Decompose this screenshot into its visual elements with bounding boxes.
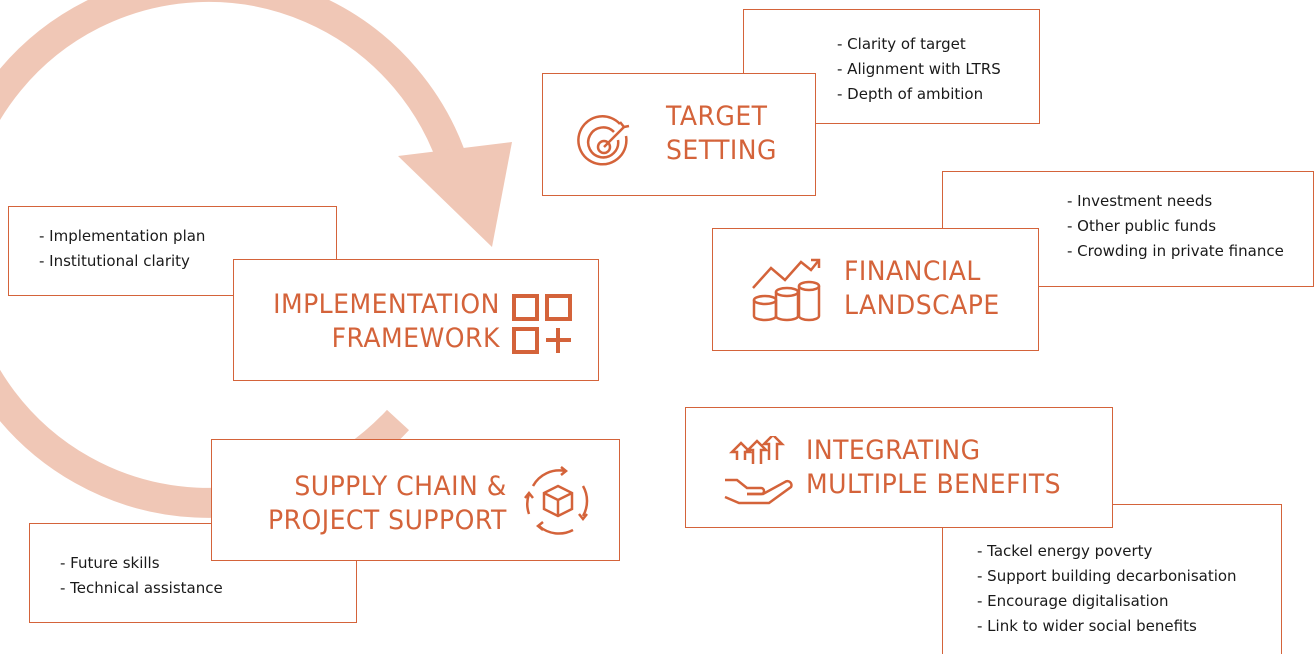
note-item: - Clarity of target xyxy=(837,35,966,53)
note-item: - Institutional clarity xyxy=(39,252,190,270)
cycle-arrowhead xyxy=(398,142,512,247)
hand-arrows-icon xyxy=(724,436,793,505)
stage-title-line2: LANDSCAPE xyxy=(844,290,1000,321)
stage-supply-chain: SUPPLY CHAIN & PROJECT SUPPORT xyxy=(211,439,620,561)
note-item: - Future skills xyxy=(60,554,160,572)
note-item: - Tackel energy poverty xyxy=(977,542,1153,560)
note-item: - Implementation plan xyxy=(39,227,206,245)
note-item: - Crowding in private finance xyxy=(1067,242,1284,260)
stage-title-line1: TARGET xyxy=(666,101,768,132)
stage-title-line2: MULTIPLE BENEFITS xyxy=(806,469,1062,500)
grid-plus-icon xyxy=(512,294,572,354)
note-item: - Other public funds xyxy=(1067,217,1217,235)
stage-implementation-framework: IMPLEMENTATION FRAMEWORK xyxy=(233,259,599,381)
stage-title-line2: SETTING xyxy=(666,135,777,166)
stage-title-line2: PROJECT SUPPORT xyxy=(268,505,507,536)
cube-cycle-icon xyxy=(524,466,589,535)
finance-growth-icon xyxy=(752,258,821,322)
stage-financial-landscape: FINANCIAL LANDSCAPE xyxy=(712,228,1039,351)
note-item: - Encourage digitalisation xyxy=(977,592,1169,610)
stage-title-line1: SUPPLY CHAIN & xyxy=(294,471,507,502)
integrating-notes: - Tackel energy poverty - Support buildi… xyxy=(942,504,1282,654)
stage-title-line1: IMPLEMENTATION xyxy=(273,289,500,320)
note-item: - Alignment with LTRS xyxy=(837,60,1001,78)
note-item: - Support building decarbonisation xyxy=(977,567,1237,585)
stage-title-line1: INTEGRATING xyxy=(806,435,981,466)
target-notes: - Clarity of target - Alignment with LTR… xyxy=(743,9,1040,124)
stage-title-line2: FRAMEWORK xyxy=(331,323,500,354)
note-item: - Technical assistance xyxy=(60,579,223,597)
target-icon xyxy=(577,115,630,166)
note-item: - Link to wider social benefits xyxy=(977,617,1197,635)
stage-title-line1: FINANCIAL xyxy=(844,256,981,287)
stage-integrating-benefits: INTEGRATING MULTIPLE BENEFITS xyxy=(685,407,1113,528)
note-item: - Depth of ambition xyxy=(837,85,984,103)
cycle-arc xyxy=(0,0,471,518)
note-item: - Investment needs xyxy=(1067,192,1213,210)
stage-target-setting: TARGET SETTING xyxy=(542,73,816,196)
